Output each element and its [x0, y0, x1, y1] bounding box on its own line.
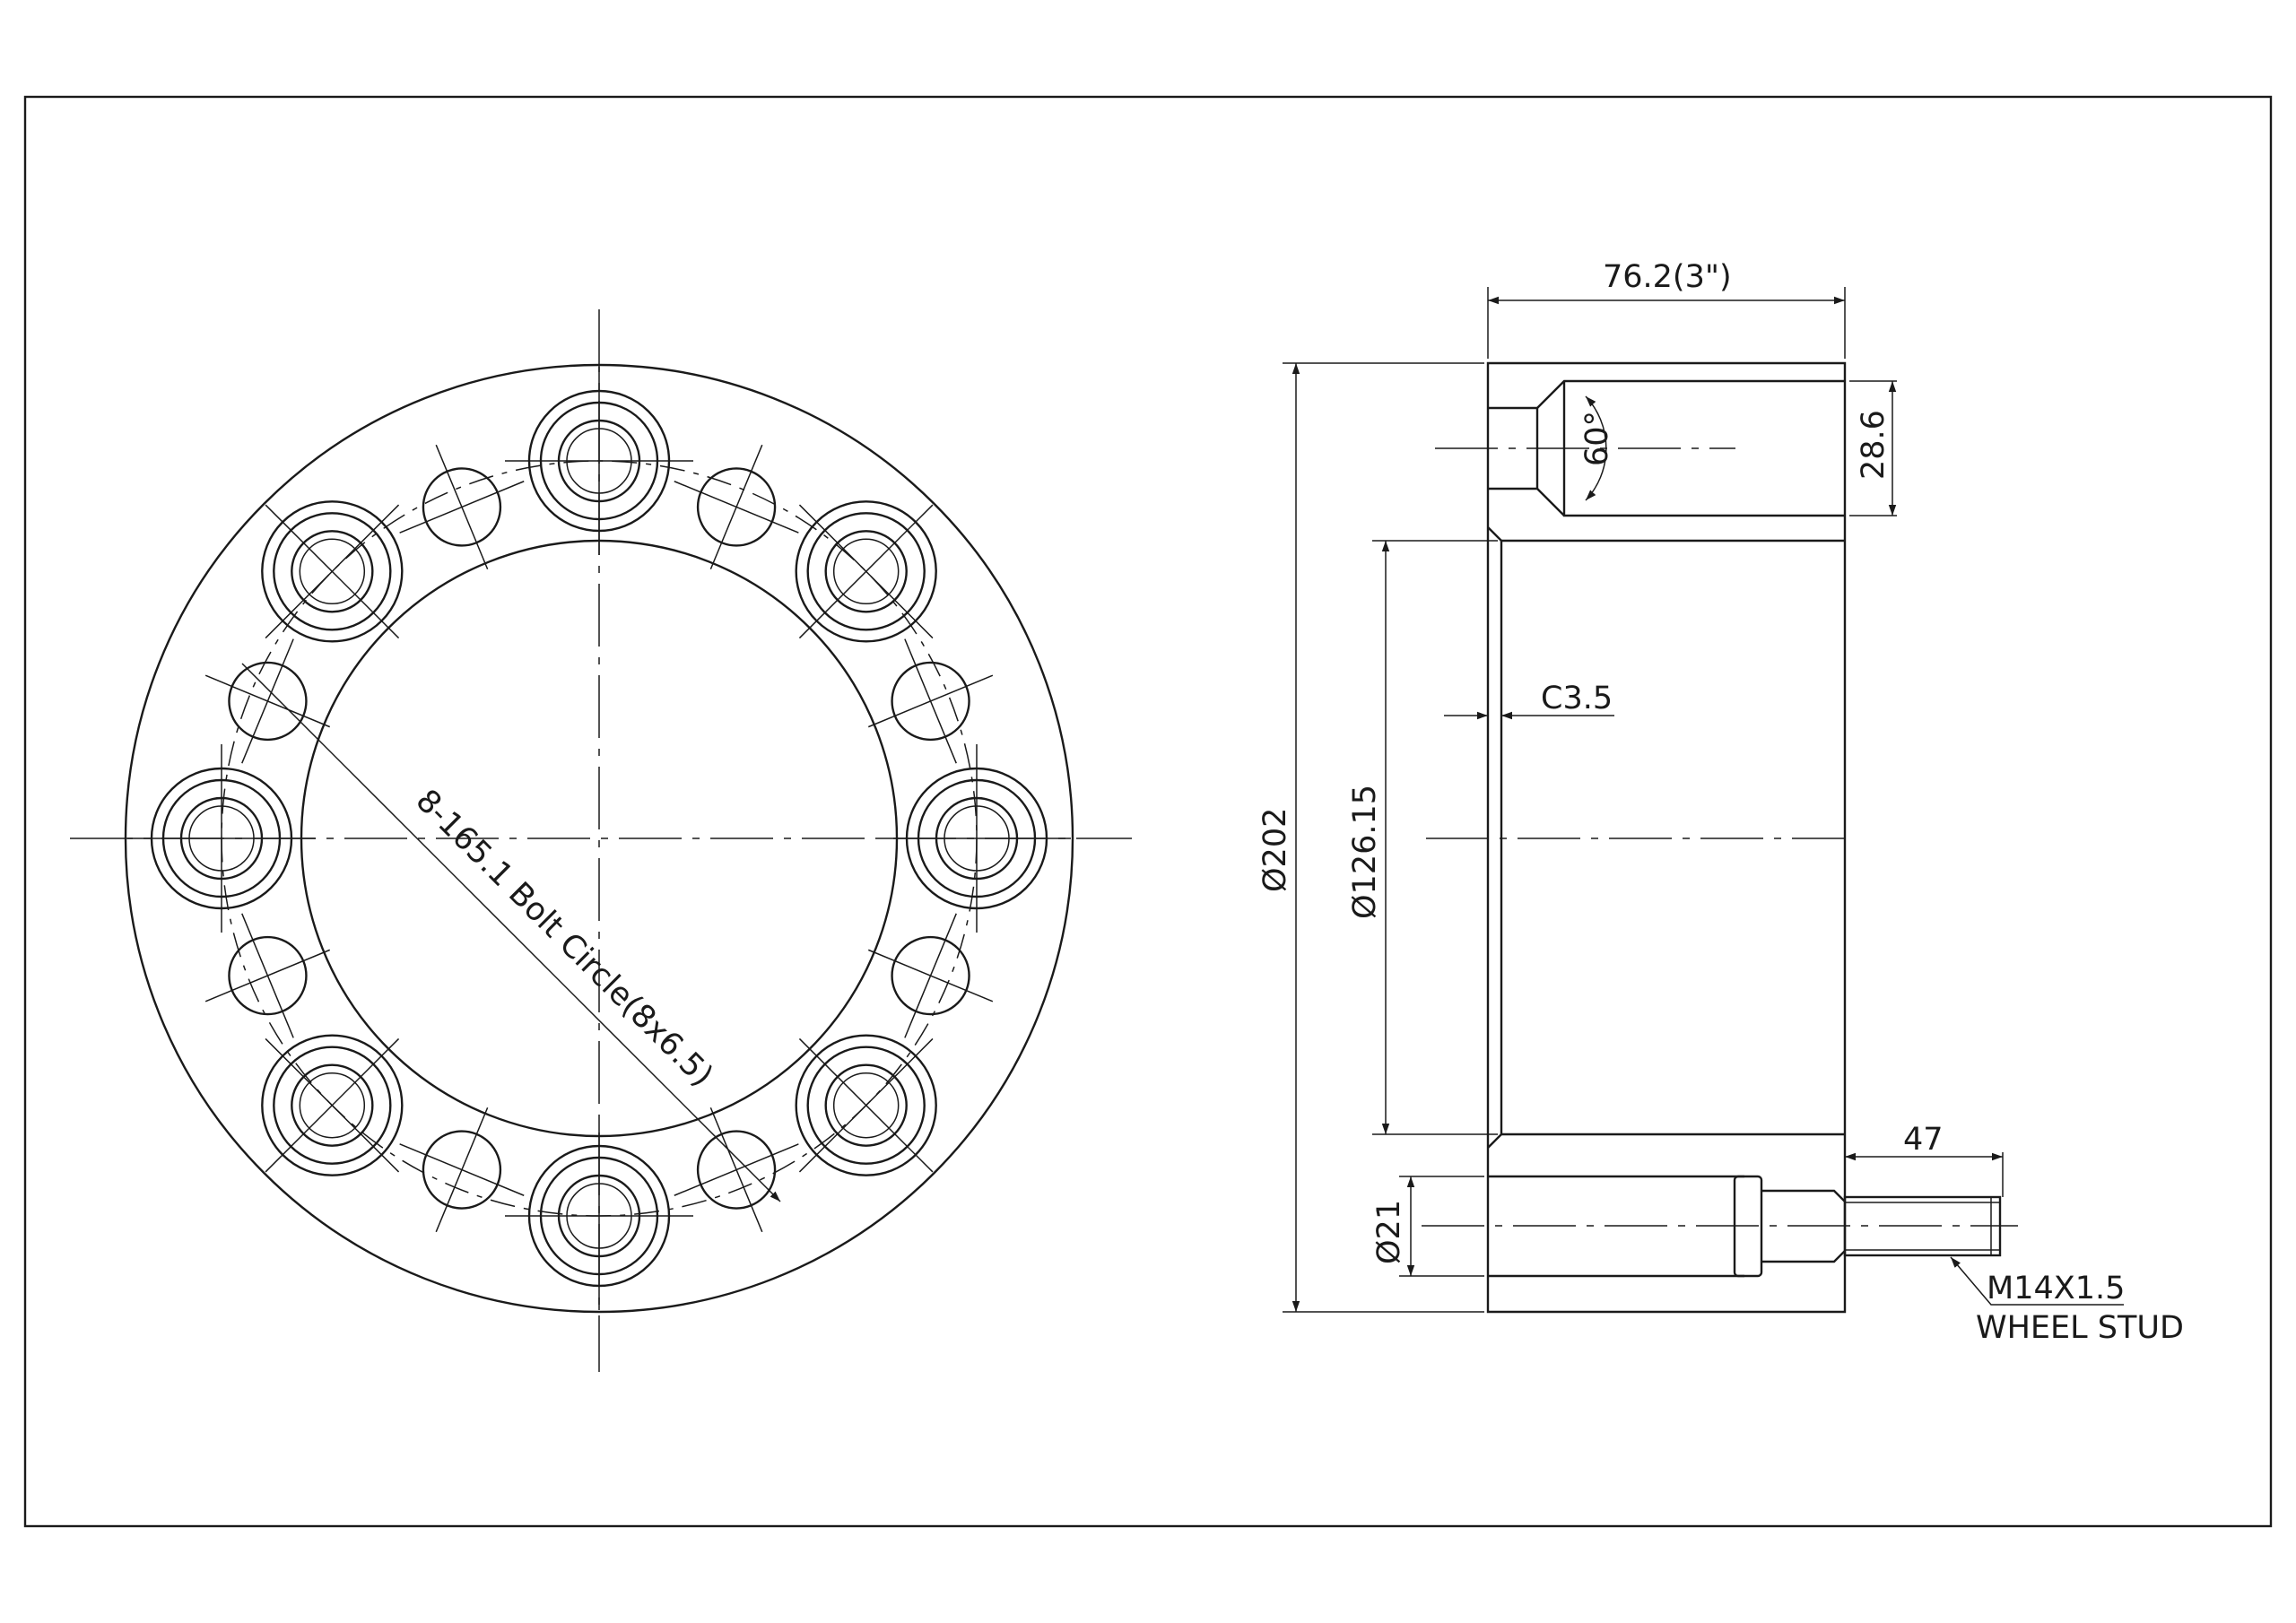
stud-hole [505, 367, 693, 555]
stud-neck [1761, 1189, 1846, 1263]
lug-hole [204, 913, 331, 1038]
stud-leader [1950, 1256, 2124, 1306]
lug-hole [867, 913, 994, 1038]
stud-hole [261, 500, 404, 643]
angle-arc [1585, 395, 1607, 501]
lug-hole [867, 638, 994, 764]
lower-hole [1488, 1175, 1744, 1278]
width-label: 76.2(3") [1603, 259, 1732, 295]
bolt-circle-dim-line [241, 663, 781, 1202]
chamfer-label: C3.5 [1541, 681, 1613, 716]
od-label: Ø202 [1257, 808, 1293, 892]
stud-holes [127, 367, 1071, 1310]
stud-hole [883, 744, 1071, 933]
drawing-frame [23, 95, 2273, 1528]
front-view: 8-165.1 Bolt Circle(8x6.5) [70, 309, 1132, 1372]
chamfer-top [1487, 526, 1502, 542]
stud-thread-label: M14X1.5 [1987, 1271, 2125, 1306]
lug-holes [204, 444, 994, 1233]
bolt-circle-label: 8-165.1 Bolt Circle(8x6.5) [409, 783, 720, 1094]
depth-label: 28.6 [1856, 410, 1892, 480]
side-view: 60° 76.2(3") 28.6 C3.5 Ø202 Ø [1257, 259, 2184, 1346]
stud-hole [127, 744, 316, 933]
stud-hole [795, 500, 937, 643]
angle-label: 60° [1579, 411, 1615, 466]
bore-label: Ø126.15 [1347, 785, 1383, 919]
hole-label: Ø21 [1371, 1200, 1407, 1264]
stud-hole [505, 1122, 693, 1310]
spacer-body-outline [1486, 361, 1847, 1314]
lug-hole [674, 1107, 799, 1233]
stud-hole [261, 1034, 404, 1176]
chamfer-bottom [1487, 1133, 1502, 1149]
stud-len-label: 47 [1903, 1122, 1944, 1158]
stud-hole [795, 1034, 937, 1176]
lug-hole [399, 1107, 525, 1233]
stud-name-label: WHEEL STUD [1976, 1310, 2184, 1346]
lug-hole [674, 444, 799, 570]
lug-hole [399, 444, 525, 570]
lug-hole [204, 638, 331, 764]
